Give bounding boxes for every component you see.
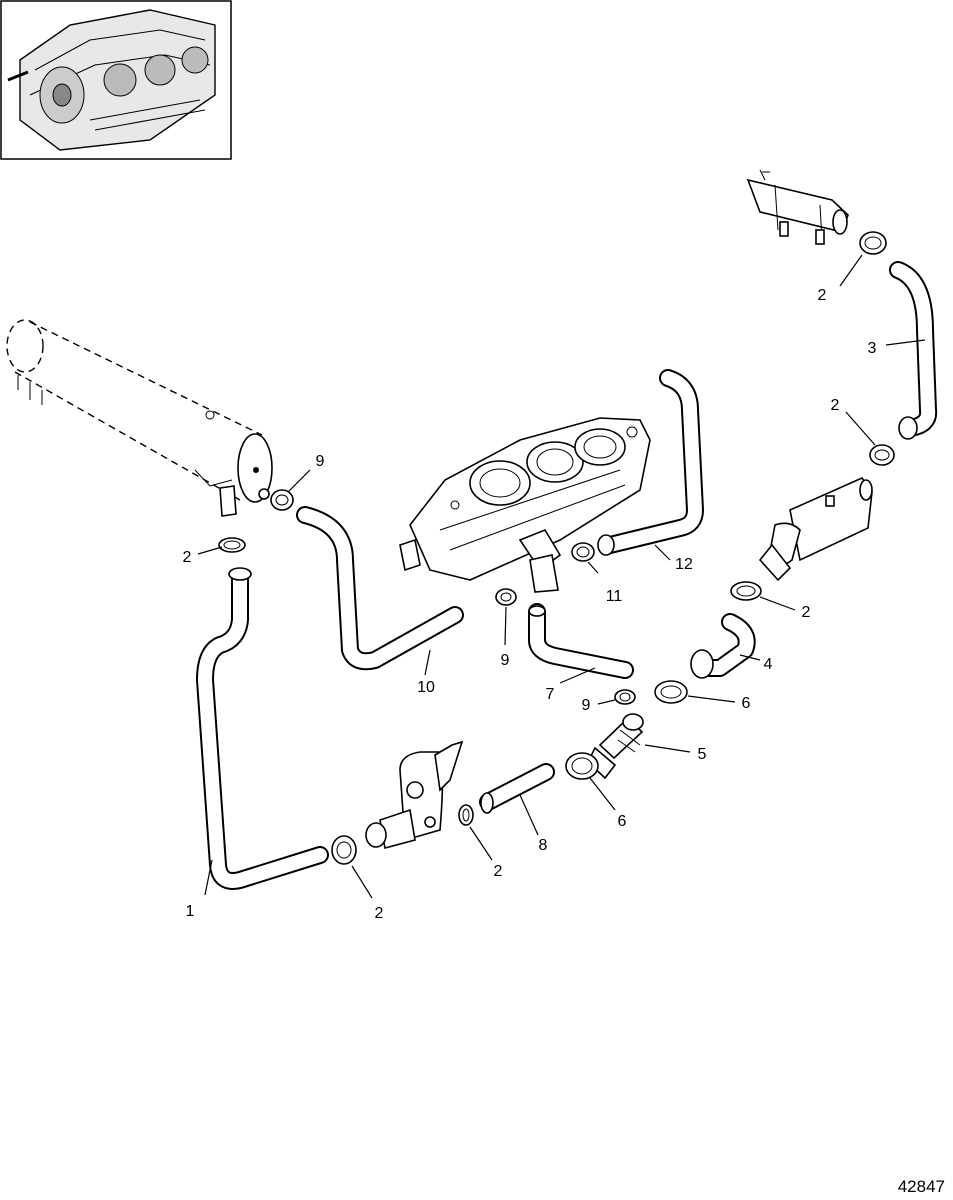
leader-lines bbox=[197, 254, 926, 899]
callout-8: 8 bbox=[539, 837, 548, 854]
hose-clamp-9-left bbox=[258, 488, 294, 511]
hose-clamp-lower-center bbox=[458, 804, 474, 826]
hose-clamp-6-upper bbox=[654, 680, 688, 704]
exhaust-manifold-dashed bbox=[6, 319, 273, 517]
hose-clamp-6-lower bbox=[565, 752, 599, 780]
hose-8 bbox=[479, 763, 555, 814]
callout-9-lower: 9 bbox=[582, 697, 591, 714]
callout-12: 12 bbox=[675, 556, 693, 573]
callout-2-left: 2 bbox=[183, 549, 192, 566]
hose-clamp-right-lower bbox=[730, 581, 762, 601]
callout-5: 5 bbox=[698, 746, 707, 763]
callout-2-right-mid: 2 bbox=[831, 397, 840, 414]
callout-2-right-lower: 2 bbox=[802, 604, 811, 621]
hose-clamp-right-mid bbox=[869, 444, 895, 466]
hose-1 bbox=[196, 567, 329, 890]
callout-7: 7 bbox=[546, 686, 555, 703]
elbow-fitting-right bbox=[758, 477, 873, 582]
hose-10 bbox=[296, 506, 464, 671]
callout-4: 4 bbox=[764, 656, 773, 673]
hose-clamp-11 bbox=[571, 542, 595, 562]
intake-manifold bbox=[399, 417, 651, 593]
heat-exchanger-pipe bbox=[746, 169, 849, 245]
callout-2-top-right: 2 bbox=[818, 287, 827, 304]
thermostat-housing bbox=[365, 740, 464, 849]
tee-fitting-5 bbox=[587, 713, 644, 780]
callout-1: 1 bbox=[186, 903, 195, 920]
callout-6-upper: 6 bbox=[742, 695, 751, 712]
hose-clamp-upper-right bbox=[859, 231, 887, 255]
figure-number: 42847 bbox=[898, 1177, 945, 1196]
engine-locator-inset bbox=[0, 0, 232, 160]
callout-6-lower: 6 bbox=[618, 813, 627, 830]
hose-7 bbox=[528, 603, 634, 679]
callout-10: 10 bbox=[417, 679, 435, 696]
callout-3: 3 bbox=[868, 340, 877, 357]
callout-9-middle: 9 bbox=[501, 652, 510, 669]
hose-12 bbox=[597, 369, 704, 556]
hose-clamp-9-middle bbox=[495, 588, 517, 606]
engine-block-thumbnail bbox=[7, 9, 216, 151]
hose-clamp-left bbox=[218, 537, 246, 553]
hose-clamp-9-lower bbox=[614, 689, 636, 705]
callout-2-lower-left: 2 bbox=[375, 905, 384, 922]
callout-2-lower-center: 2 bbox=[494, 863, 503, 880]
hose-4 bbox=[690, 613, 756, 679]
callout-labels: 2 3 2 9 2 12 11 2 9 4 10 7 9 6 5 6 8 2 1… bbox=[183, 287, 877, 922]
hose-3 bbox=[889, 261, 938, 440]
callout-11: 11 bbox=[606, 588, 623, 605]
hose-clamp-lower-left bbox=[331, 835, 357, 865]
callout-9-left: 9 bbox=[316, 453, 325, 470]
